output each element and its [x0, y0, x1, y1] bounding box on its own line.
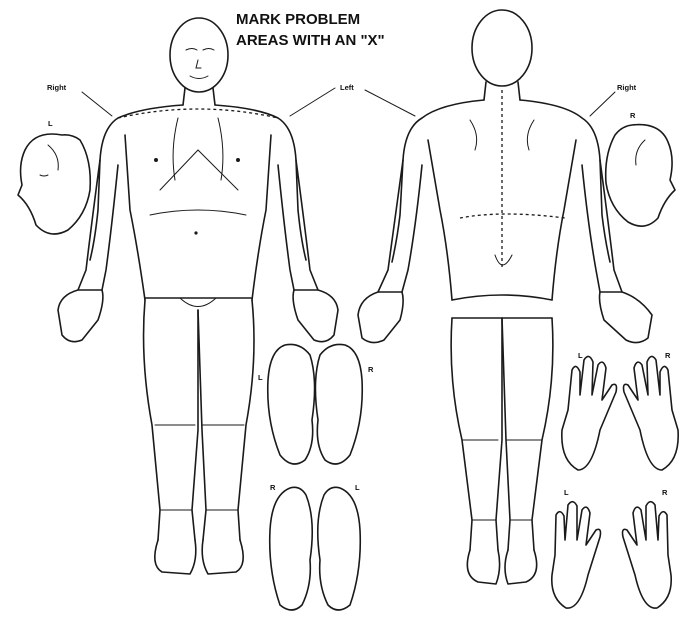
front-left-foot[interactable]	[202, 540, 243, 574]
hands-bottom-right-label: R	[662, 488, 668, 497]
sole-bottom-right-label: L	[355, 483, 360, 492]
front-right-arm[interactable]	[78, 160, 118, 290]
front-head-profile-label: L	[48, 119, 53, 128]
front-right-foot[interactable]	[155, 540, 196, 574]
back-left-arm[interactable]	[378, 160, 422, 292]
hands-top-pair[interactable]	[562, 356, 678, 470]
front-left-leg[interactable]	[198, 300, 254, 540]
back-label-right: Right	[617, 83, 637, 92]
back-left-hand[interactable]	[358, 292, 403, 343]
front-body-figure[interactable]	[58, 18, 338, 574]
hands-bottom-pair[interactable]	[552, 502, 671, 608]
back-head-profile-label: R	[630, 111, 636, 120]
title-line-1: MARK PROBLEM	[236, 11, 360, 28]
soles-bottom-pair[interactable]	[270, 487, 361, 610]
front-label-right: Right	[47, 83, 67, 92]
front-right-leg[interactable]	[144, 300, 198, 540]
front-head-profile[interactable]	[18, 134, 90, 234]
back-right-arm[interactable]	[582, 160, 622, 292]
back-right-leg[interactable]	[502, 318, 553, 550]
back-head-profile[interactable]	[606, 125, 675, 227]
back-torso[interactable]	[392, 100, 610, 262]
back-body-figure[interactable]	[358, 10, 652, 584]
back-head[interactable]	[472, 10, 532, 86]
sole-top-left-label: L	[258, 373, 263, 382]
back-right-hand[interactable]	[600, 292, 653, 343]
front-torso[interactable]	[90, 105, 306, 260]
front-left-hand[interactable]	[293, 290, 338, 342]
sole-top-right-label: R	[368, 365, 374, 374]
title-line-2: AREAS WITH AN "X"	[236, 32, 385, 49]
sole-bottom-left-label: R	[270, 483, 276, 492]
back-left-leg[interactable]	[451, 318, 502, 550]
hands-top-left-label: L	[578, 351, 583, 360]
hands-bottom-left-label: L	[564, 488, 569, 497]
soles-top-pair[interactable]	[268, 344, 363, 464]
front-label-left: Left	[340, 83, 354, 92]
front-right-hand[interactable]	[58, 290, 103, 342]
hands-top-right-label: R	[665, 351, 671, 360]
front-head[interactable]	[170, 18, 228, 92]
front-left-arm[interactable]	[278, 160, 318, 290]
